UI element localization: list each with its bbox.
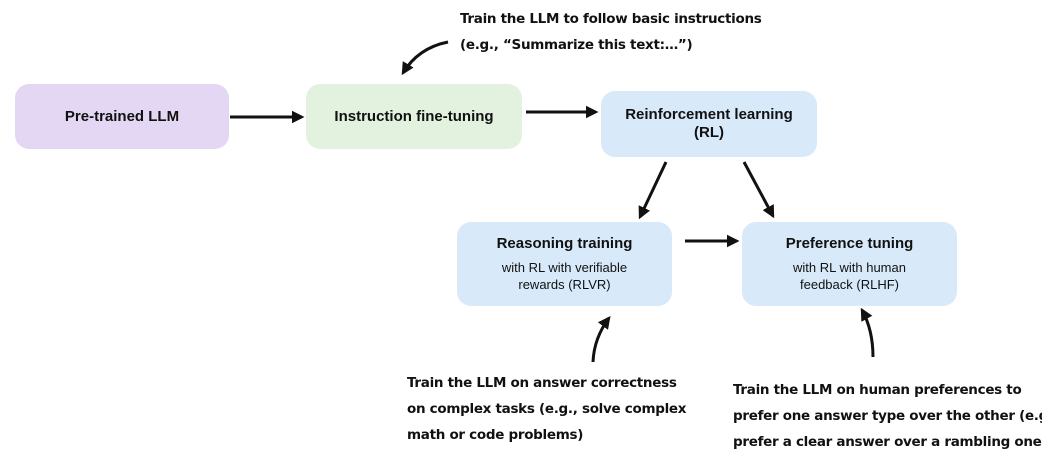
box-reasoning-sub-line2: rewards (RLVR) [518,277,611,292]
arrow-rl-to-preference [742,161,775,219]
note-instruction-line1: Train the LLM to follow basic instructio… [460,11,762,27]
box-rl-title-line1: Reinforcement learning [625,106,793,123]
curved-arrow-instruction-note [401,40,449,76]
note-reasoning-training: Train the LLM on answer correctness on c… [407,370,686,448]
note-reasoning-line2: on complex tasks (e.g., solve complex [407,401,687,417]
curved-arrow-reasoning-note [591,315,611,363]
arrow-rl-to-reasoning [638,161,668,220]
box-preference-sub-line1: with RL with human [793,260,906,275]
box-pretrained-llm-title: Pre-trained LLM [64,107,180,125]
note-preference-line2: prefer one answer type over the other (e… [733,408,1042,424]
note-preference-tuning: Train the LLM on human preferences to pr… [733,377,1042,455]
box-rl-title-line2: (RL) [694,124,724,141]
box-reasoning-subtitle: with RL with verifiable rewards (RLVR) [502,259,627,293]
box-preference-title: Preference tuning [785,235,914,252]
box-instruction-fine-tuning-title: Instruction fine-tuning [334,107,494,125]
note-preference-line1: Train the LLM on human preferences to [733,382,1022,398]
note-instruction-line2: (e.g., “Summarize this text:…”) [460,37,693,53]
box-reinforcement-learning: Reinforcement learning (RL) [601,91,817,157]
note-reasoning-line3: math or code problems) [407,427,584,443]
note-instruction-fine-tuning: Train the LLM to follow basic instructio… [460,6,762,58]
box-pretrained-llm: Pre-trained LLM [15,84,229,149]
box-preference-sub-line2: feedback (RLHF) [800,277,899,292]
box-reasoning-sub-line1: with RL with verifiable [501,260,628,275]
box-reasoning-training: Reasoning training with RL with verifiab… [457,222,672,306]
box-preference-tuning: Preference tuning with RL with human fee… [742,222,957,306]
note-reasoning-line1: Train the LLM on answer correctness [407,375,677,391]
box-reasoning-title: Reasoning training [496,235,633,252]
curved-arrow-preference-note [860,307,875,358]
box-preference-subtitle: with RL with human feedback (RLHF) [793,259,906,293]
box-instruction-fine-tuning: Instruction fine-tuning [306,84,522,149]
note-preference-line3: prefer a clear answer over a rambling on… [733,434,1042,450]
